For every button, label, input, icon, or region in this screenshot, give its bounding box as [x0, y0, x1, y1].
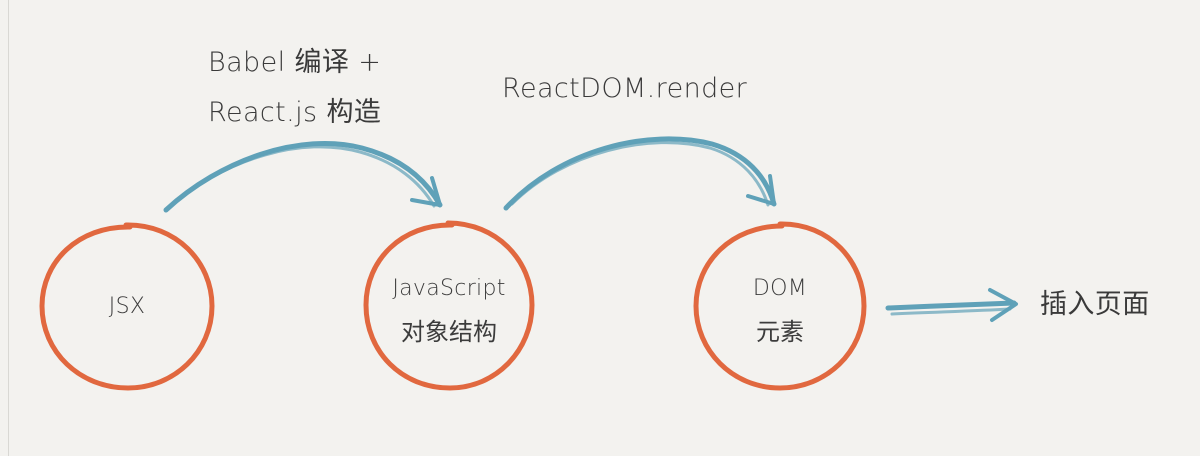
left-border-line [8, 0, 9, 456]
edge-dom-to-insert-page: 插入页面 [885, 288, 1150, 322]
insert-page-label: 插入页面 [1040, 289, 1150, 320]
node-jsx-label: JSX [109, 294, 145, 319]
edge-jsx-to-js-object-curve [163, 141, 443, 213]
node-js-object-label-line1: JavaScript [392, 276, 505, 301]
node-jsx: JSX [39, 222, 215, 391]
node-dom-label-line2: 元素 [756, 318, 804, 346]
node-dom-label-line1: DOM [753, 276, 807, 301]
edge-dom-to-insert-page-line [885, 300, 1017, 311]
edge-jsx-to-js-object-label-line2: React.js 构造 [208, 97, 381, 128]
edge-dom-to-insert-page-arrowhead [988, 288, 1018, 322]
edge-jsx-to-js-object: Babel 编译 + React.js 构造 [163, 47, 443, 213]
node-js-object-circle [363, 220, 535, 391]
edge-js-object-to-dom-curve [503, 136, 777, 211]
edge-js-object-to-dom: ReactDOM.render [502, 73, 777, 211]
node-js-object-label-line2: 对象结构 [401, 318, 497, 346]
node-js-object: JavaScript 对象结构 [363, 220, 535, 391]
node-dom-circle [693, 221, 867, 391]
edge-jsx-to-js-object-arrowhead [410, 176, 442, 207]
node-dom: DOM 元素 [693, 221, 867, 391]
edge-js-object-to-dom-label: ReactDOM.render [502, 73, 748, 104]
edge-js-object-to-dom-arrowhead [746, 174, 776, 206]
node-jsx-circle [39, 222, 215, 391]
edge-jsx-to-js-object-label-line1: Babel 编译 + [208, 47, 381, 78]
